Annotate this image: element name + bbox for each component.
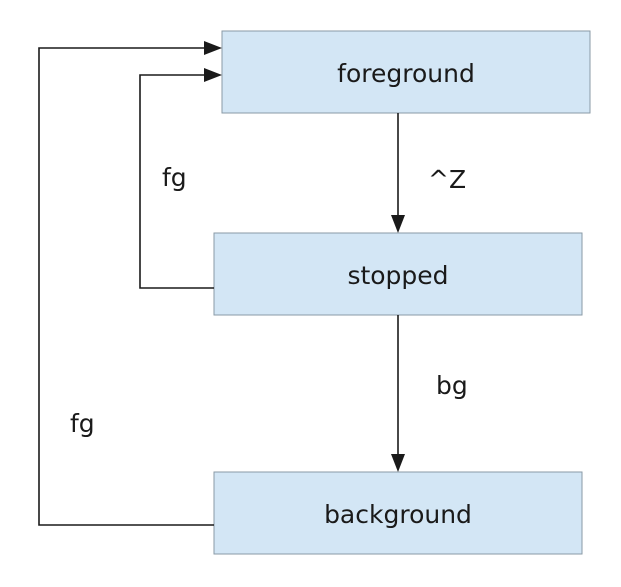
edge-foreground-to-stopped-label: ^Z [428, 165, 466, 194]
edge-background-to-foreground-arrowhead [204, 41, 222, 55]
state-foreground: foreground [221, 30, 591, 114]
state-stopped-label: stopped [347, 261, 448, 290]
state-stopped-box [213, 232, 583, 316]
state-background: background [213, 471, 583, 555]
edge-foreground-to-stopped-arrowhead [391, 215, 405, 233]
edge-stopped-to-foreground-label: fg [162, 163, 187, 192]
edge-stopped-to-foreground-line [139, 74, 214, 289]
edge-background-to-foreground-label: fg [70, 409, 95, 438]
state-foreground-label: foreground [337, 59, 475, 88]
edge-stopped-to-background-label: bg [436, 371, 468, 400]
state-background-label: background [324, 500, 472, 529]
edge-background-to-foreground: fg [38, 41, 222, 526]
edge-stopped-to-background-arrowhead [391, 454, 405, 472]
edge-foreground-to-stopped: ^Z [391, 113, 466, 233]
state-stopped: stopped [213, 232, 583, 316]
state-foreground-box [221, 30, 591, 114]
edge-background-to-foreground-line [38, 47, 214, 526]
edge-stopped-to-background: bg [391, 315, 468, 472]
edge-stopped-to-foreground: fg [139, 68, 222, 289]
edge-stopped-to-foreground-arrowhead [204, 68, 222, 82]
